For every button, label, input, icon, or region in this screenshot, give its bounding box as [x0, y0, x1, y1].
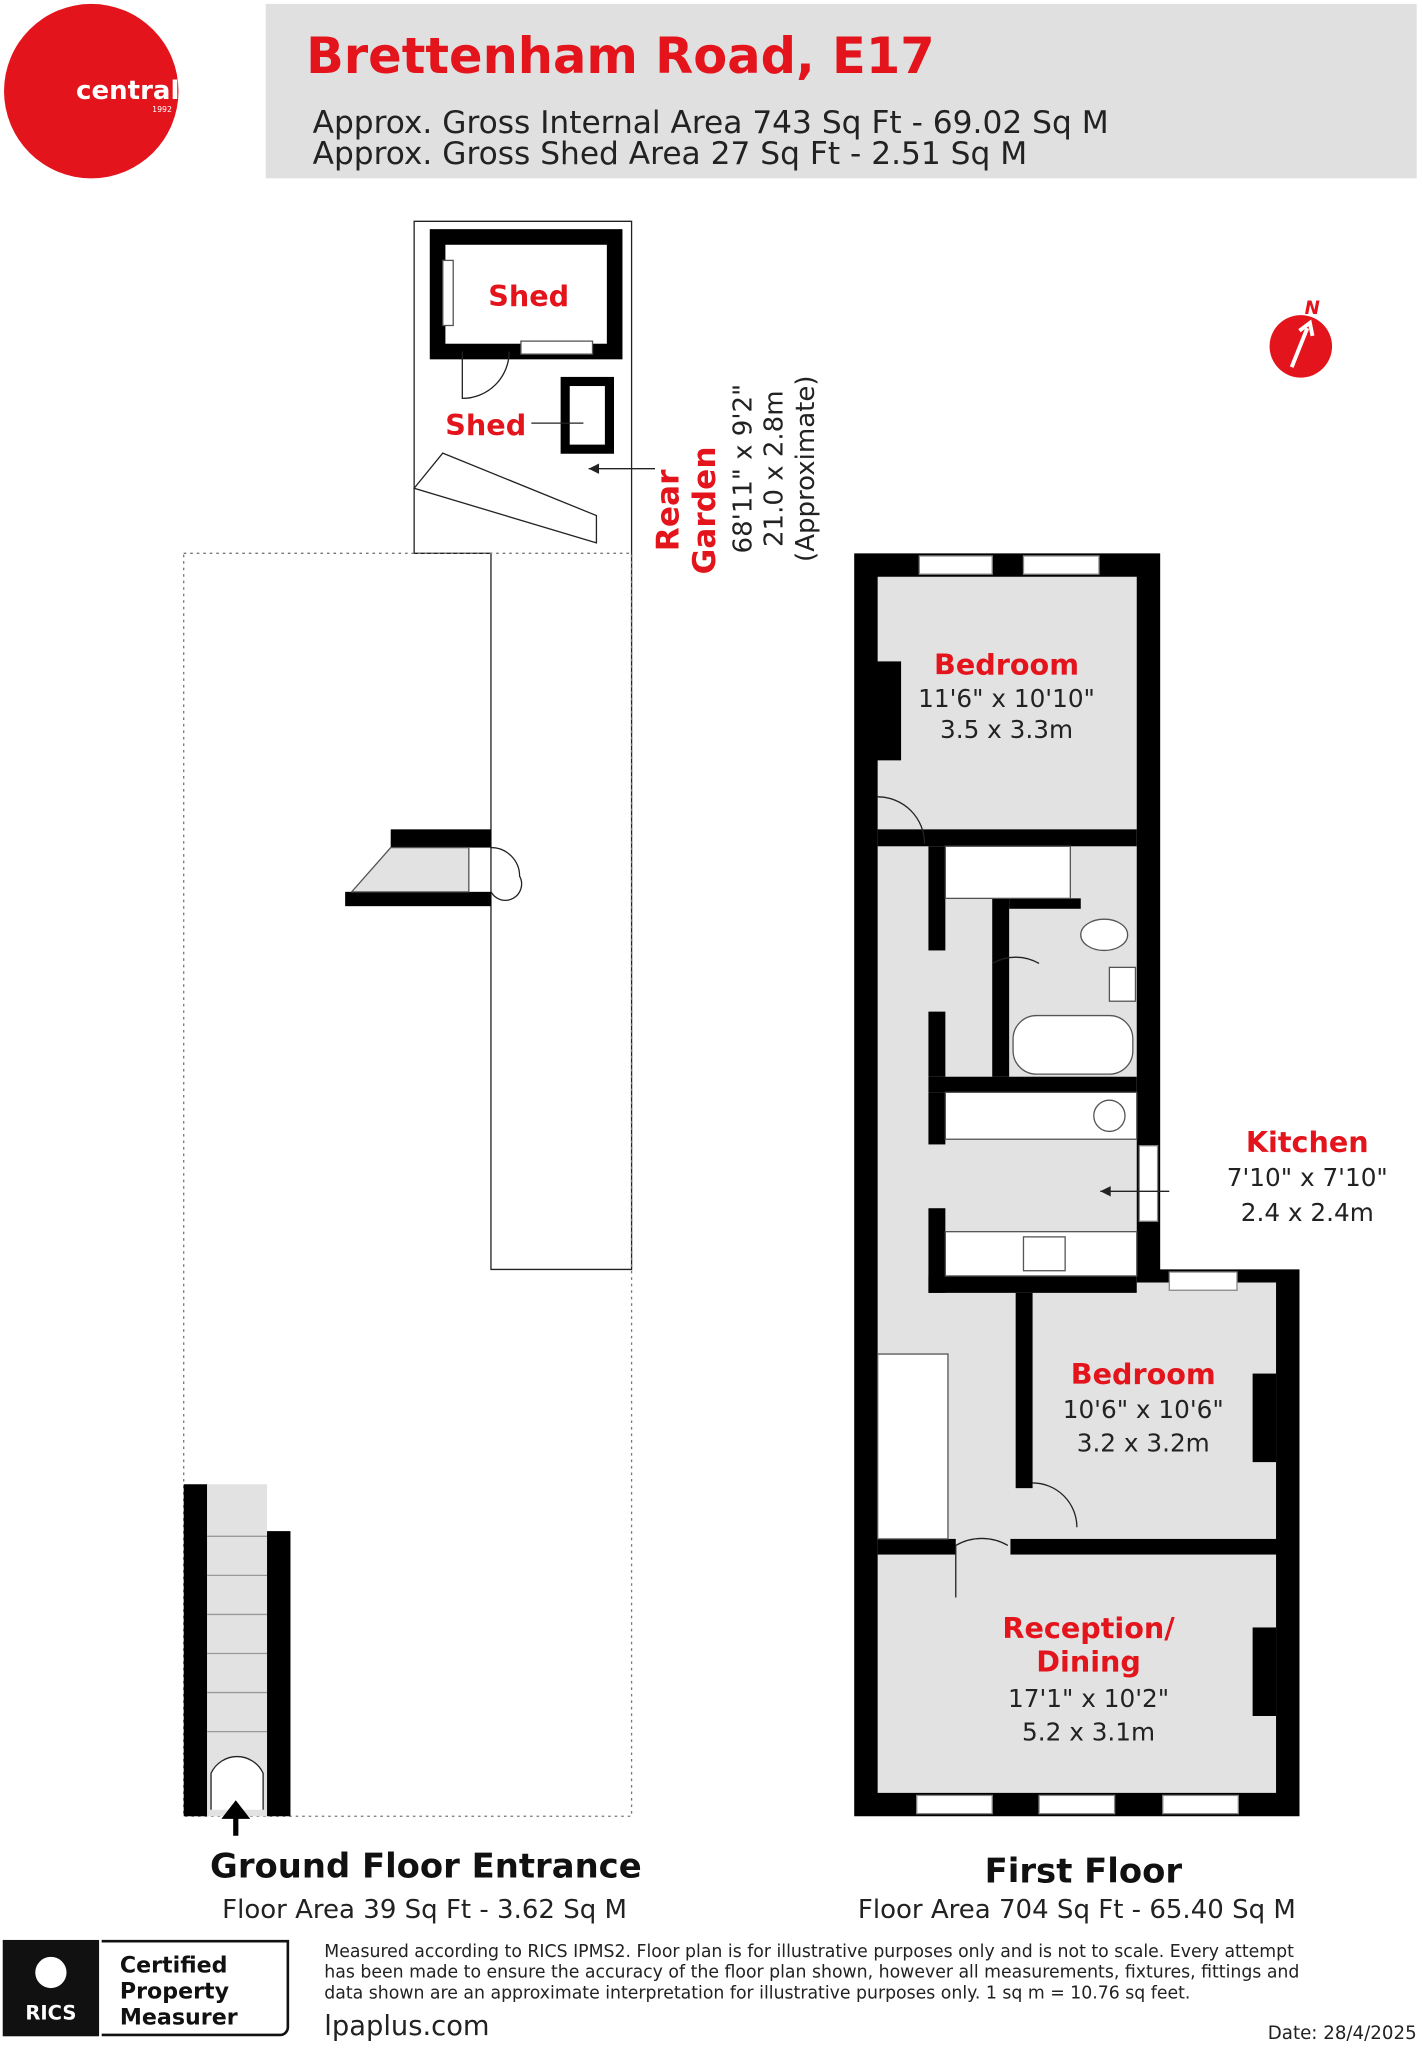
compass-icon: N — [1269, 298, 1333, 378]
reception-imperial: 17'1" x 10'2" — [1008, 1684, 1169, 1713]
garden-steps — [345, 829, 523, 907]
reception-metric: 5.2 x 3.1m — [1022, 1718, 1155, 1747]
gross-shed-area: Approx. Gross Shed Area 27 Sq Ft - 2.51 … — [313, 136, 1028, 172]
shed-label: Shed — [488, 279, 569, 313]
plan-date: Date: 28/4/2025 — [1268, 2023, 1417, 2044]
first-floor-title: First Floor — [985, 1852, 1183, 1891]
bedroom1-imperial: 11'6" x 10'10" — [918, 684, 1095, 713]
central-logo: central 1992 — [4, 3, 179, 179]
page-title: Brettenham Road, E17 — [306, 27, 935, 85]
disclaimer: Measured according to RICS IPMS2. Floor … — [324, 1942, 1299, 2004]
svg-text:Garden: Garden — [687, 446, 723, 574]
kitchen-name: Kitchen — [1246, 1125, 1369, 1159]
svg-text:RICS: RICS — [25, 2001, 76, 2024]
first-floor-plan — [854, 553, 1300, 1817]
bedroom2-metric: 3.2 x 3.2m — [1077, 1429, 1210, 1458]
svg-text:Measurer: Measurer — [120, 2005, 238, 2031]
gross-internal-area: Approx. Gross Internal Area 743 Sq Ft - … — [313, 105, 1109, 141]
ground-entrance — [183, 1484, 291, 1836]
bedroom1-metric: 3.5 x 3.3m — [940, 715, 1073, 744]
bedroom2-name: Bedroom — [1071, 1357, 1216, 1391]
entrance-arrow-icon — [221, 1800, 251, 1836]
bedroom1-name: Bedroom — [934, 647, 1079, 681]
first-floor-area: Floor Area 704 Sq Ft - 65.40 Sq M — [858, 1895, 1296, 1925]
ground-floor-area: Floor Area 39 Sq Ft - 3.62 Sq M — [222, 1895, 627, 1925]
garden-metric: 21.0 x 2.8m — [760, 390, 790, 547]
website-link[interactable]: lpaplus.com — [324, 2011, 489, 2042]
header-band — [265, 3, 1417, 179]
svg-text:Measured according to RICS IPM: Measured according to RICS IPMS2. Floor … — [324, 1942, 1294, 1962]
svg-text:Certified: Certified — [120, 1952, 228, 1978]
logo-text: central — [76, 76, 179, 106]
rics-badge: RICS Certified Property Measurer — [2, 1939, 290, 2037]
svg-text:Property: Property — [120, 1979, 230, 2005]
garden-imperial: 68'11" x 9'2" — [728, 384, 758, 553]
reception-name-2: Dining — [1036, 1645, 1141, 1679]
rear-garden-outline — [183, 220, 656, 1817]
logo-year: 1992 — [152, 105, 172, 114]
bedroom2-imperial: 10'6" x 10'6" — [1063, 1395, 1224, 1424]
shed-label: Shed — [445, 408, 526, 442]
shed-small: Shed — [445, 376, 615, 454]
svg-text:data shown are an approximate: data shown are an approximate interpreta… — [324, 1984, 1190, 2004]
svg-text:has been made to ensure the ac: has been made to ensure the accuracy of … — [324, 1963, 1299, 1983]
kitchen-metric: 2.4 x 2.4m — [1241, 1198, 1374, 1227]
ground-floor-title: Ground Floor Entrance — [210, 1846, 642, 1885]
kitchen-imperial: 7'10" x 7'10" — [1227, 1163, 1388, 1192]
shed-large: Shed — [429, 229, 623, 400]
reception-name: Reception/ — [1002, 1611, 1175, 1645]
garden-label: Rear Garden 68'11" x 9'2" 21.0 x 2.8m (A… — [650, 375, 820, 574]
garden-note: (Approximate) — [791, 375, 821, 561]
compass-north-label: N — [1305, 298, 1320, 319]
svg-text:Rear: Rear — [650, 469, 686, 551]
